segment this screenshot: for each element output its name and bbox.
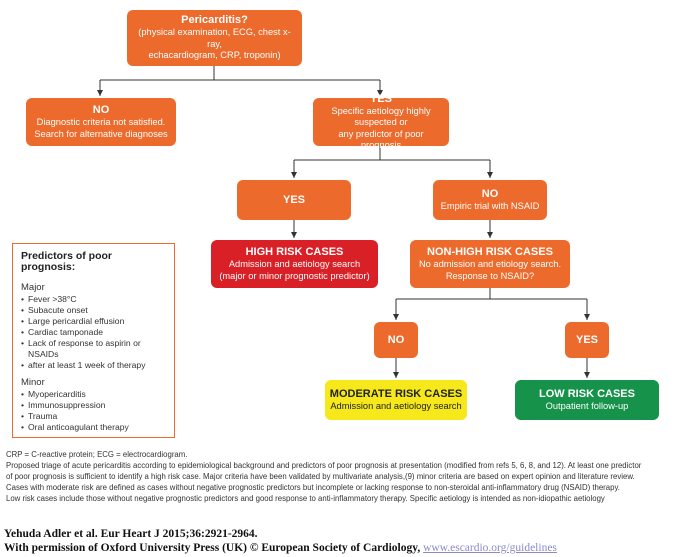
predictors-major-label: Major (21, 282, 45, 293)
list-item: Fever >38°C (21, 294, 166, 305)
node-line: Search for alternative diagnoses (34, 128, 168, 139)
list-item: Large pericardial effusion (21, 316, 166, 327)
guidelines-link[interactable]: www.escardio.org/guidelines (423, 542, 557, 554)
list-item: Lack of response to aspirin or NSAIDs (21, 338, 166, 360)
predictors-minor-label: Minor (21, 377, 45, 388)
node-title: Pericarditis? (181, 14, 248, 27)
node-moderate-risk-cases: MODERATE RISK CASES Admission and aetiol… (325, 380, 467, 420)
node-line: Specific aetiology highly suspected or (331, 105, 431, 128)
node-no-empiric-trial: NO Empiric trial with NSAID (433, 180, 547, 220)
node-line: Admission and aetiology search (228, 259, 361, 269)
citation: Yehuda Adler et al. Eur Heart J 2015;36:… (4, 527, 557, 555)
node-title: YES (369, 92, 392, 105)
node-line: echacardiogram, CRP, troponin) (148, 50, 281, 61)
predictors-title: Predictors of poor prognosis: (21, 250, 113, 273)
node-yes-high-risk: YES (237, 180, 351, 220)
list-item: Immunosuppression (21, 400, 166, 411)
node-title: HIGH RISK CASES (245, 246, 344, 258)
node-line: Response to NSAID? (445, 270, 535, 281)
node-title: LOW RISK CASES (539, 387, 635, 400)
node-no-diagnosis: NO Diagnostic criteria not satisfied. Se… (26, 98, 176, 146)
node-line: No admission and etiology search. (418, 259, 562, 269)
node-title: YES (282, 193, 305, 206)
citation-line-1: Yehuda Adler et al. Eur Heart J 2015;36:… (4, 528, 258, 540)
node-high-risk-cases: HIGH RISK CASES Admission and aetiology … (211, 240, 378, 288)
connector-non-high-split (396, 288, 587, 300)
node-non-high-risk-cases: NON-HIGH RISK CASES No admission and eti… (410, 240, 570, 288)
list-item: Myopericarditis (21, 389, 166, 400)
list-item-continuation: after at least 1 week of therapy (21, 360, 166, 371)
node-line: (major or minor prognostic predictor) (219, 270, 370, 281)
caption-line: Proposed triage of acute pericarditis ac… (6, 461, 642, 470)
citation-line-2: With permission of Oxford University Pre… (4, 541, 557, 555)
node-line: Admission and aetiology search (330, 400, 462, 411)
predictors-panel: Predictors of poor prognosis: Major Feve… (12, 243, 175, 438)
node-title: YES (575, 333, 598, 346)
node-title: NO (92, 104, 110, 116)
node-low-risk-cases: LOW RISK CASES Outpatient follow-up (515, 380, 659, 420)
node-title: NON-HIGH RISK CASES (427, 246, 553, 258)
node-yes-specific-aetiology: YES Specific aetiology highly suspected … (313, 93, 449, 150)
caption-line: of poor prognosis is sufficient to ident… (6, 472, 635, 481)
list-item: Cardiac tamponade (21, 327, 166, 338)
figure-caption: CRP = C-reactive protein; ECG = electroc… (6, 449, 681, 504)
connector-start-split (100, 66, 380, 81)
node-line: Diagnostic criteria not satisfied. (36, 117, 166, 127)
list-item: Oral anticoagulant therapy (21, 422, 166, 433)
node-yes-response: YES (565, 322, 609, 358)
list-item: Subacute onset (21, 305, 166, 316)
node-title: NO (387, 333, 405, 346)
node-line: Outpatient follow-up (545, 400, 629, 411)
node-line: any predictor of poor prognosis (338, 128, 424, 151)
citation-permission: With permission of Oxford University Pre… (4, 542, 424, 554)
predictors-minor-list: Myopericarditis Immunosuppression Trauma… (21, 389, 166, 433)
node-no-response: NO (374, 322, 418, 358)
predictors-major-list: Fever >38°C Subacute onset Large pericar… (21, 294, 166, 371)
node-line: (physical examination, ECG, chest x-ray, (138, 27, 291, 49)
node-pericarditis: Pericarditis? (physical examination, ECG… (127, 10, 302, 66)
caption-line: Cases with moderate risk are defined as … (6, 483, 620, 492)
caption-line: Low risk cases include those without neg… (6, 494, 605, 503)
list-item: Trauma (21, 411, 166, 422)
caption-line: CRP = C-reactive protein; ECG = electroc… (6, 450, 188, 459)
node-title: MODERATE RISK CASES (329, 387, 463, 400)
connector-yes1-split (294, 146, 490, 161)
node-line: Empiric trial with NSAID (440, 200, 540, 211)
node-title: NO (481, 187, 499, 200)
